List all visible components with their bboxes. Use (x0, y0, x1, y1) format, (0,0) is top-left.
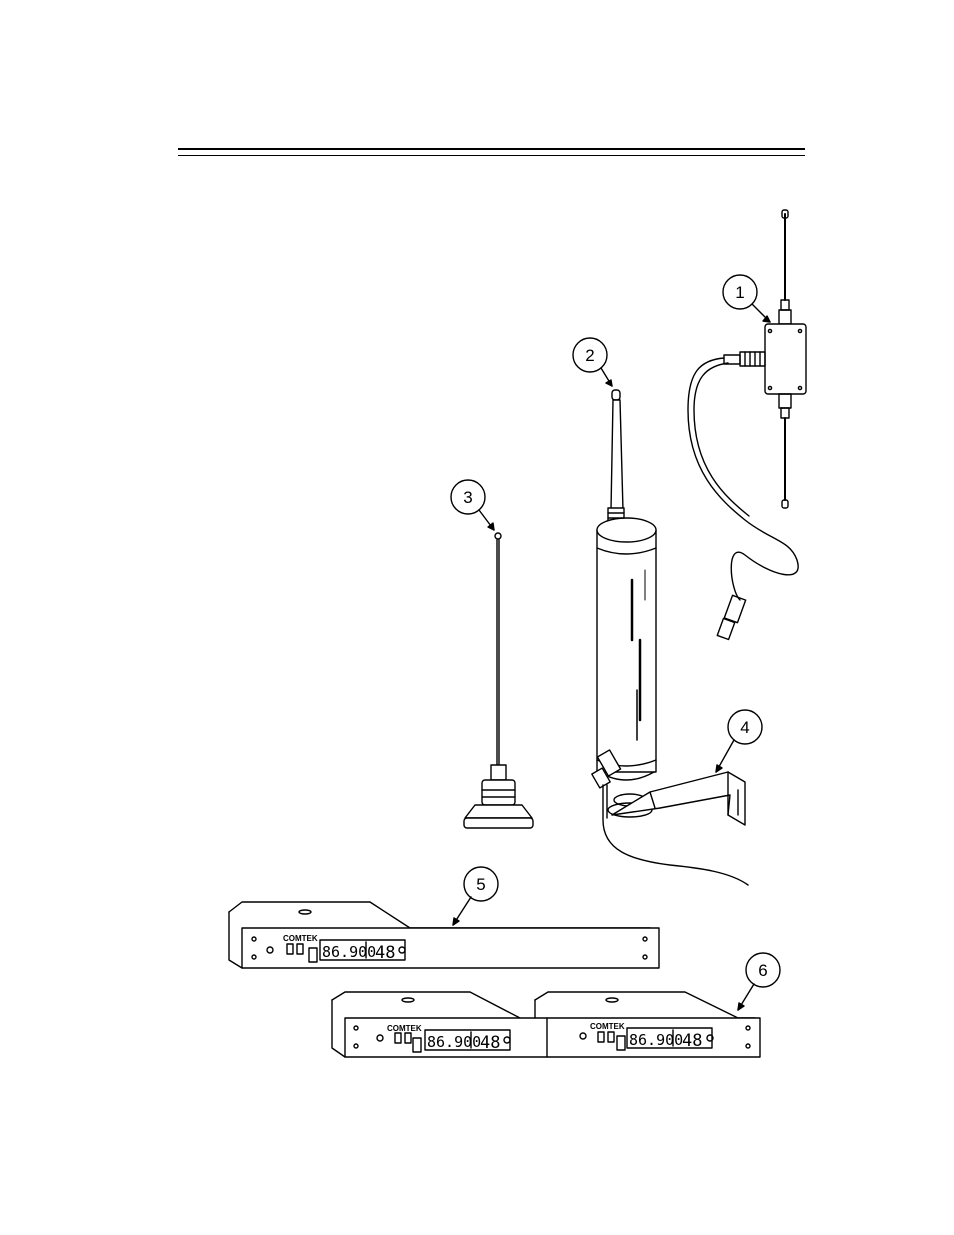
channel-display-6a: 48 (480, 1033, 500, 1053)
frequency-display-6b: 86.900 (629, 1031, 683, 1049)
callout-3-label: 3 (463, 488, 472, 507)
channel-display-5: 48 (375, 943, 395, 963)
callout-2-label: 2 (585, 346, 594, 365)
callout-1-label: 1 (735, 283, 744, 302)
callout-1 (723, 275, 770, 322)
callout-5-label: 5 (476, 875, 485, 894)
antenna-coupler (688, 210, 806, 640)
channel-display-6b: 48 (682, 1031, 702, 1051)
whip-antenna (464, 533, 533, 828)
callout-4 (716, 710, 762, 772)
frequency-display-6a: 86.900 (427, 1033, 481, 1051)
brand-label-5: COMTEK (283, 934, 318, 943)
callout-4-label: 4 (740, 718, 749, 737)
brand-label-6b: COMTEK (590, 1022, 625, 1031)
brand-label-6a: COMTEK (387, 1024, 422, 1033)
callout-6-label: 6 (758, 961, 767, 980)
frequency-display-5: 86.900 (322, 943, 376, 961)
